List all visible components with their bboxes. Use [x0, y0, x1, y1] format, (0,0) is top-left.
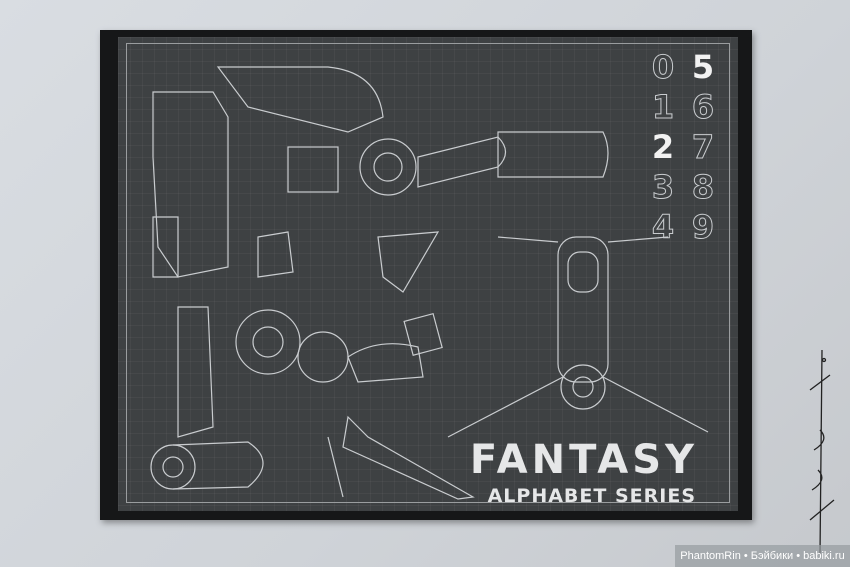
watermark: PhantomRin • Бэйбики • babiki.ru: [675, 545, 850, 567]
digit-8: 8: [691, 168, 715, 206]
digit-9: 9: [691, 208, 715, 246]
box-subtitle: ALPHABET SERIES: [487, 485, 696, 507]
digit-6: 6: [691, 88, 715, 126]
digit-7: 7: [691, 128, 715, 166]
bottom-bike-drawing: [150, 306, 475, 500]
hoverbike-blueprint: [150, 66, 709, 500]
digit-2: 2: [651, 128, 675, 166]
handwritten-signature: [809, 349, 835, 556]
top-bike-drawing: [152, 66, 609, 293]
digit-1: 1: [651, 88, 675, 126]
box-title: FANTASY: [469, 437, 698, 483]
digit-4: 4: [651, 208, 675, 246]
lid-frame: [126, 43, 730, 503]
front-bike-drawing: [447, 236, 709, 438]
digit-3: 3: [651, 168, 675, 206]
digit-0: 0: [651, 48, 675, 86]
box-lid: 0 5 1 6 2 7 3 8 4 9 FANTASY ALPHABET SER…: [118, 37, 738, 511]
number-grid: 0 5 1 6 2 7 3 8 4 9: [643, 48, 723, 246]
digit-5: 5: [691, 48, 715, 86]
